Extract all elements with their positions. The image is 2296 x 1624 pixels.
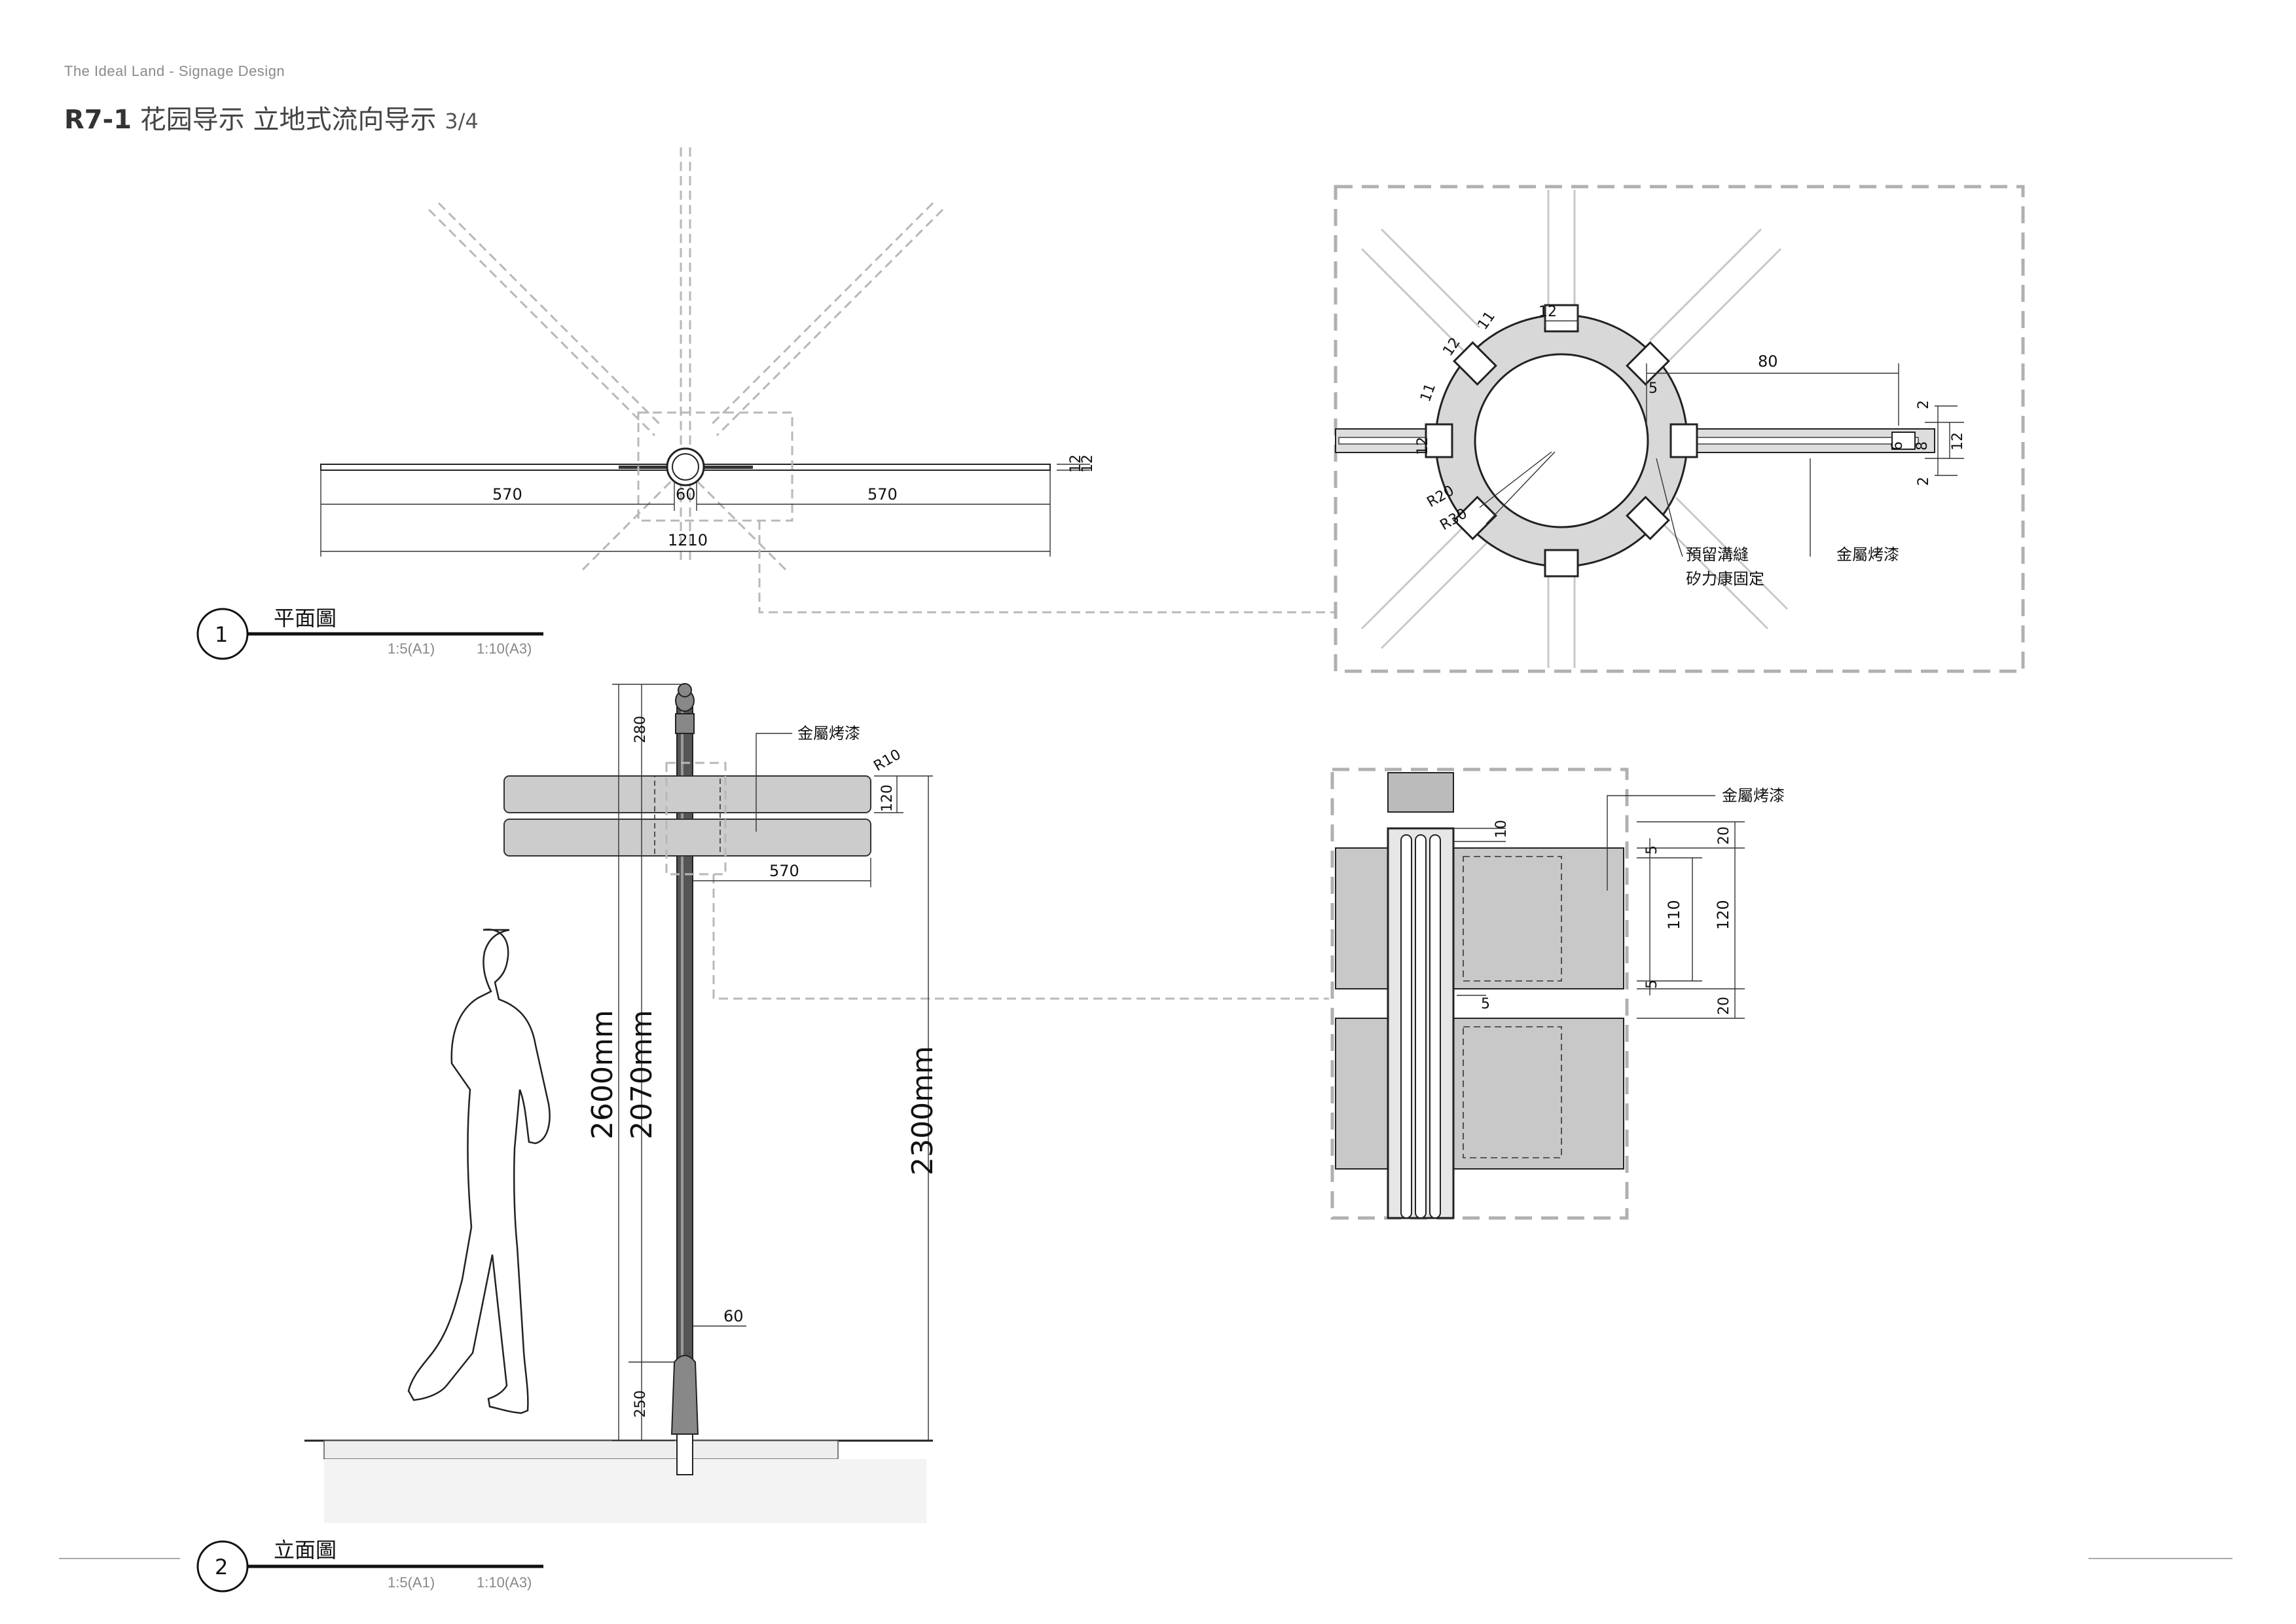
detail-elev-dim-a: 10 xyxy=(1493,820,1510,838)
elev-dim-overall: 2600mm xyxy=(586,1010,619,1139)
detail-plan-note-finish: 金屬烤漆 xyxy=(1836,545,1899,564)
elevation-view: 280 R10 120 570 2600mm 2070mm 2300mm 60 … xyxy=(304,683,1329,1523)
drawing-title: 花园导示 立地式流向导示 xyxy=(139,105,437,135)
detail-plan-dim-j: 8 xyxy=(1914,441,1931,451)
detail-plan-dim-f: 5 xyxy=(1649,380,1658,397)
plan-dim-right: 570 xyxy=(867,485,898,504)
plan-dim-total: 1210 xyxy=(668,531,708,549)
detail-plan-dim-l: 2 xyxy=(1916,477,1932,486)
view2-label: 2 立面圖 1:5(A1) 1:10(A3) xyxy=(59,1538,2232,1593)
elev-dim-panel-width: 570 xyxy=(769,862,799,880)
detail-elev-note-finish: 金屬烤漆 xyxy=(1722,786,1785,805)
plan-dim-center: 60 xyxy=(676,485,696,504)
detail-plan-dim-e: 12 xyxy=(1415,437,1431,455)
page-number: 3/4 xyxy=(445,109,479,134)
detail-plan-dim-k: 12 xyxy=(1950,432,1966,451)
page-title: R7-1 花园导示 立地式流向导示 3/4 xyxy=(64,98,479,136)
elev-note-finish: 金屬烤漆 xyxy=(797,724,860,743)
detail-plan-note-silicone: 矽力康固定 xyxy=(1686,570,1764,588)
detail-elev-dim-b: 5 xyxy=(1644,845,1660,855)
plan-dim-left: 570 xyxy=(492,485,522,504)
detail-elev-dim-d: 110 xyxy=(1665,900,1683,930)
plan-dim-thick-1: 12 xyxy=(1068,454,1084,473)
detail-plan-dim-d: 11 xyxy=(1417,381,1439,404)
detail-plan-dim-b: 11 xyxy=(1474,308,1499,333)
detail-elev-dim-e: 120 xyxy=(1714,900,1732,930)
view1-number: 1 xyxy=(215,622,228,647)
detail-plan: 12 11 12 11 12 5 80 2 6 8 12 2 R20 R30 預… xyxy=(1334,185,2025,673)
detail-elev-dim-f: 5 xyxy=(1644,980,1660,989)
detail-plan-dim-g: 80 xyxy=(1758,352,1778,371)
detail-plan-note-slot: 預留溝縫 xyxy=(1686,545,1749,564)
plan-dim-thick-2: 12 xyxy=(1080,454,1096,473)
detail-elev-dim-c: 20 xyxy=(1716,826,1732,845)
plan-view: 570 570 60 1210 12 12 xyxy=(320,147,1336,614)
view2-title: 立面圖 xyxy=(274,1538,337,1562)
view2-number: 2 xyxy=(215,1555,228,1579)
elev-dim-base: 250 xyxy=(632,1390,649,1418)
detail-elev-dim-h: 5 xyxy=(1481,996,1490,1012)
detail-plan-dim-i: 6 xyxy=(1889,441,1906,451)
detail-elev-dim-g: 20 xyxy=(1716,997,1732,1015)
detail-plan-dim-a: 12 xyxy=(1539,304,1557,320)
elev-dim-panel-height: 120 xyxy=(879,784,896,812)
view1-scale-a1: 1:5(A1) xyxy=(388,640,435,657)
view1-title: 平面圖 xyxy=(274,606,337,631)
detail-elevation: 10 5 20 110 120 5 20 5 金屬烤漆 xyxy=(1330,767,1785,1220)
brand-subtitle: The Ideal Land - Signage Design xyxy=(64,63,285,79)
elev-dim-top: 280 xyxy=(632,716,649,743)
elev-dim-radius: R10 xyxy=(871,747,904,775)
elev-dim-pole: 2070mm xyxy=(625,1010,659,1139)
detail-plan-dim-h: 2 xyxy=(1916,400,1932,409)
view2-scale-a1: 1:5(A1) xyxy=(388,1574,435,1591)
drawing-code: R7-1 xyxy=(64,105,132,135)
elev-dim-ground: 2300mm xyxy=(906,1046,939,1175)
view1-scale-a3: 1:10(A3) xyxy=(477,640,532,657)
view1-label: 1 平面圖 1:5(A1) 1:10(A3) xyxy=(196,606,543,660)
elev-dim-diameter: 60 xyxy=(723,1307,744,1325)
view2-scale-a3: 1:10(A3) xyxy=(477,1574,532,1591)
